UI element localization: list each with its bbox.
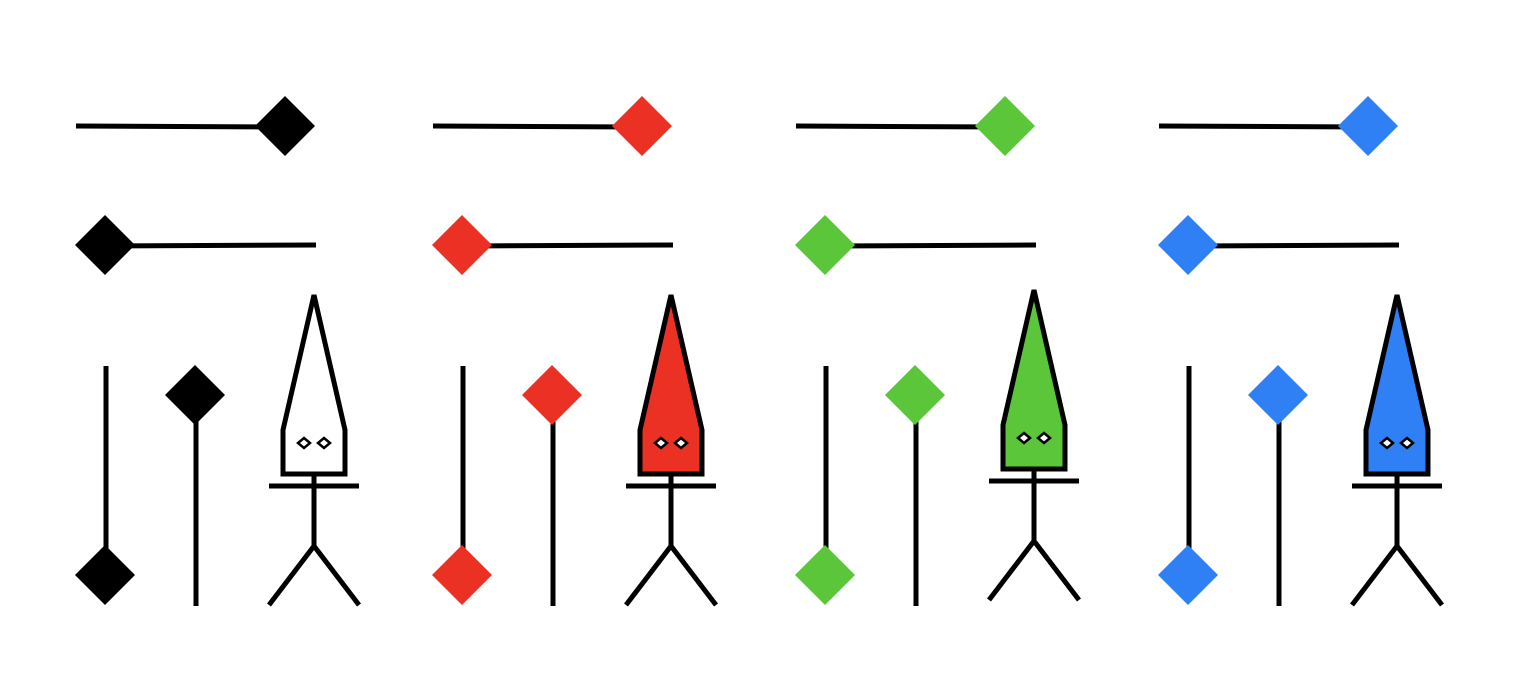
diamond-pin-right-icon xyxy=(75,96,315,156)
diamond-head xyxy=(612,96,672,156)
diamond-head xyxy=(165,365,225,425)
cone-hat-figure-icon xyxy=(987,289,1081,602)
diamond-head xyxy=(522,365,582,425)
cone-hat-figure-icon xyxy=(1350,294,1444,607)
eye xyxy=(673,436,689,450)
diamond-pin-down-icon xyxy=(1158,366,1218,605)
legs xyxy=(624,541,718,607)
diamond-head xyxy=(1248,365,1308,425)
diamond-pin-down-icon xyxy=(432,366,492,605)
cone-hood xyxy=(280,294,348,477)
eye xyxy=(296,436,312,450)
diamond-head xyxy=(975,96,1035,156)
legs xyxy=(267,541,361,607)
diamond-pin-right-icon xyxy=(1158,96,1398,156)
glyph-set-blue xyxy=(1158,96,1444,607)
diamond-pin-down-icon xyxy=(75,366,135,605)
diamond-pin-right-icon xyxy=(795,96,1035,156)
cone-hood xyxy=(637,294,705,477)
diamond-head xyxy=(795,215,855,275)
eye xyxy=(1399,436,1415,450)
diamond-pin-left-icon xyxy=(75,215,317,275)
legs xyxy=(987,536,1081,602)
eye xyxy=(1016,431,1032,445)
glyph-set-black xyxy=(75,96,361,607)
diamond-head xyxy=(1158,215,1218,275)
diamond-head xyxy=(75,545,135,605)
diamond-pin-left-icon xyxy=(1158,215,1400,275)
diamond-head xyxy=(1158,545,1218,605)
cone-hat-figure-icon xyxy=(624,294,718,607)
diamond-head xyxy=(432,215,492,275)
eye xyxy=(1036,431,1052,445)
diamond-pin-down-icon xyxy=(795,366,855,605)
glyph-set-green xyxy=(795,96,1081,606)
cone-hat-figure-icon xyxy=(267,294,361,607)
diamond-pin-up-icon xyxy=(165,365,225,606)
diamond-head xyxy=(432,545,492,605)
diamond-pin-right-icon xyxy=(432,96,672,156)
diamond-pin-up-icon xyxy=(885,365,945,606)
legs xyxy=(1350,541,1444,607)
glyph-set-red xyxy=(432,96,718,607)
diamond-head xyxy=(255,96,315,156)
diamond-head xyxy=(885,365,945,425)
diamond-head xyxy=(795,545,855,605)
cone-hood xyxy=(1363,294,1431,477)
cone-hood xyxy=(1000,289,1068,472)
eye xyxy=(1379,436,1395,450)
diamond-pin-up-icon xyxy=(522,365,582,606)
diamond-pin-left-icon xyxy=(795,215,1037,275)
eye xyxy=(653,436,669,450)
diamond-head xyxy=(75,215,135,275)
diamond-pin-up-icon xyxy=(1248,365,1308,606)
diamond-head xyxy=(1338,96,1398,156)
diamond-pin-left-icon xyxy=(432,215,674,275)
eye xyxy=(316,436,332,450)
